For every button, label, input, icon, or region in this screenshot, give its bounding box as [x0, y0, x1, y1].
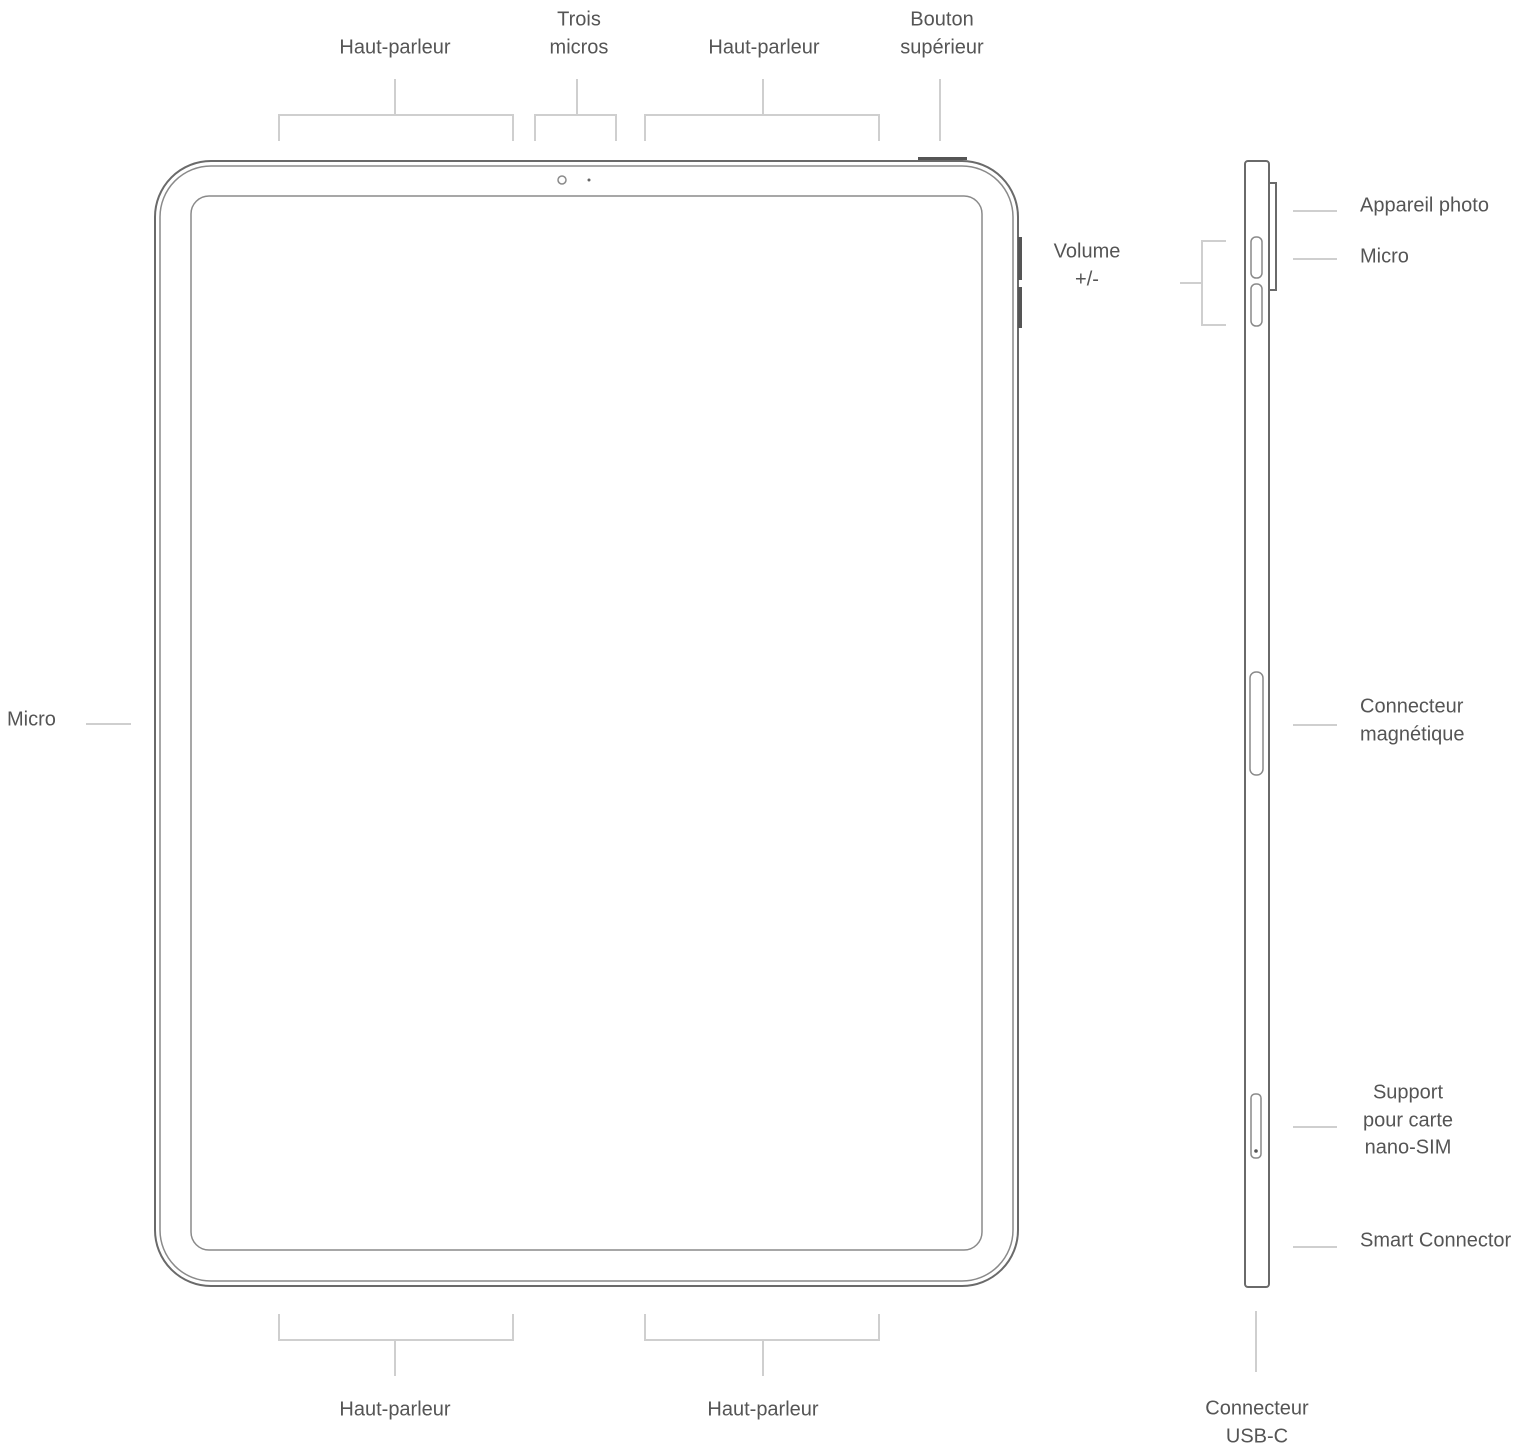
volume-down-button — [1018, 287, 1022, 328]
sensor-dot — [587, 178, 591, 182]
label-bottom-speaker-left: Haut-parleur — [339, 1398, 451, 1420]
labels: Haut-parleur Trois micros Haut-parleur B… — [7, 8, 1512, 1447]
top-button — [918, 157, 967, 160]
label-magnetic-2: magnétique — [1360, 723, 1465, 745]
side-volume-down — [1250, 283, 1263, 327]
leader-top-speaker-right — [644, 79, 880, 141]
label-top-speaker-right: Haut-parleur — [708, 36, 820, 58]
side-magnetic-connector — [1249, 671, 1264, 776]
camera-bump — [1269, 182, 1277, 291]
ipad-front-view — [154, 157, 1022, 1287]
label-top-button-2: supérieur — [900, 36, 984, 58]
leader-bottom-speaker-left — [278, 1314, 514, 1376]
label-top-button-1: Bouton — [910, 8, 973, 30]
label-top-speaker-left: Haut-parleur — [339, 36, 451, 58]
label-magnetic-1: Connecteur — [1360, 695, 1464, 717]
side-sim-tray — [1250, 1093, 1262, 1159]
leader-volume — [1180, 240, 1226, 326]
label-volume-2: +/- — [1075, 268, 1099, 290]
label-smart-connector: Smart Connector — [1360, 1229, 1512, 1251]
label-volume-1: Volume — [1054, 240, 1121, 262]
ipad-screen — [190, 195, 983, 1251]
label-usb-c-1: Connecteur — [1205, 1397, 1309, 1419]
label-bottom-speaker-right: Haut-parleur — [707, 1398, 819, 1420]
sim-eject-hole — [1254, 1149, 1258, 1153]
label-sim-2: pour carte — [1363, 1109, 1453, 1131]
leader-top-speaker-left — [278, 79, 514, 141]
leader-three-mics — [534, 79, 617, 141]
ipad-side-view — [1244, 160, 1277, 1288]
label-left-mic: Micro — [7, 708, 56, 730]
leader-lines — [86, 79, 1337, 1376]
ipad-inner-frame — [159, 165, 1014, 1282]
side-frame — [1244, 160, 1270, 1288]
label-side-mic: Micro — [1360, 245, 1409, 267]
leader-bottom-speaker-right — [644, 1314, 880, 1376]
label-sim-1: Support — [1373, 1081, 1443, 1103]
label-sim-3: nano-SIM — [1365, 1136, 1452, 1158]
label-usb-c-2: USB-C — [1226, 1425, 1288, 1447]
volume-up-button — [1018, 237, 1022, 280]
front-camera-icon — [557, 175, 567, 185]
label-camera: Appareil photo — [1360, 194, 1489, 216]
label-three-mics-2: micros — [550, 36, 609, 58]
side-volume-up — [1250, 236, 1263, 279]
label-three-mics-1: Trois — [557, 8, 601, 30]
ipad-outer-frame — [154, 160, 1019, 1287]
